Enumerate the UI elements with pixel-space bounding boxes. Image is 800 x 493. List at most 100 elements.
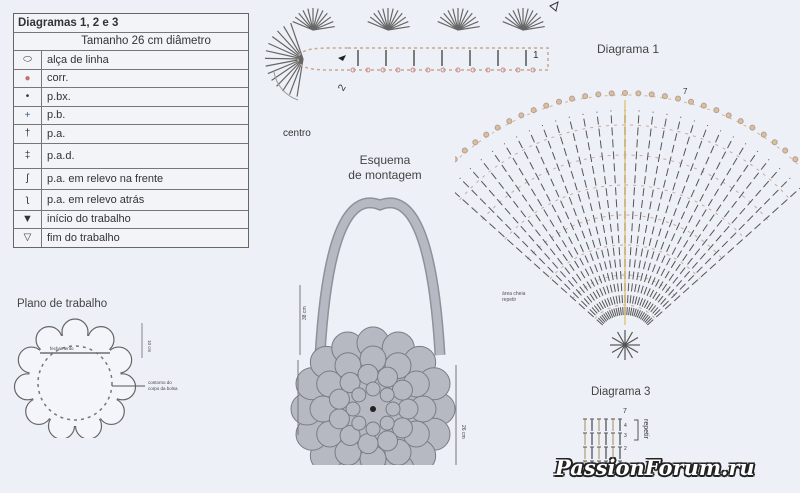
stitch-mark xyxy=(480,159,608,322)
stitch-mark xyxy=(437,21,459,31)
stitch-mark xyxy=(457,16,477,31)
petal xyxy=(357,363,379,385)
edge-chain xyxy=(483,131,490,138)
stitch-mark xyxy=(276,58,304,87)
legend-row: +p.b. xyxy=(14,105,248,124)
repeat-label: repetir xyxy=(642,419,649,440)
stitch-mark xyxy=(491,150,609,321)
stitch-mark xyxy=(517,8,524,31)
outline-note-2: corpo da bolsa xyxy=(148,386,178,391)
edge-chain xyxy=(608,90,615,97)
stitch-mark xyxy=(302,10,314,31)
body-diameter: 26 cm xyxy=(460,425,466,439)
stitch-mark xyxy=(638,136,734,319)
diagram2-row-2: 2 xyxy=(336,82,349,93)
stitch-mark xyxy=(268,42,304,60)
stitch-mark xyxy=(387,16,407,31)
legend-label: p.a. xyxy=(47,127,66,140)
legend-label: início do trabalho xyxy=(47,213,131,226)
stitch-mark xyxy=(387,8,394,31)
stitch-mark xyxy=(290,22,304,60)
diagram2-chart: 1 2 xyxy=(264,1,559,101)
petal xyxy=(351,387,367,403)
center-stitch xyxy=(616,344,626,359)
back-post-icon: ʅ xyxy=(14,189,42,210)
edge-chain xyxy=(792,156,799,163)
stitch-mark xyxy=(459,177,605,325)
legend-row: ⬭alça de linha xyxy=(14,50,248,69)
stitch-mark xyxy=(512,10,524,31)
work-plan-outline xyxy=(13,318,137,438)
legend-row: ●corr. xyxy=(14,68,248,87)
stitch-mark xyxy=(596,111,622,316)
stitch-mark xyxy=(312,25,335,31)
stitch-mark xyxy=(265,50,304,60)
stitch-mark xyxy=(271,36,304,60)
legend-label: p.b. xyxy=(47,109,66,122)
bag-center xyxy=(370,406,376,412)
edge-chain xyxy=(782,147,789,154)
stitch-mark xyxy=(369,16,389,31)
legend-label: alça de linha xyxy=(47,53,109,66)
edge-chain xyxy=(555,98,562,105)
stitch-mark xyxy=(457,21,479,31)
stitch-mark xyxy=(457,8,464,31)
edge-chain xyxy=(582,93,589,100)
center-label: centro xyxy=(283,128,311,139)
watermark: PassionForum.ru xyxy=(555,455,755,480)
stitch-mark xyxy=(631,116,682,316)
edge-chain xyxy=(461,147,468,154)
treble-crochet-icon: ‡ xyxy=(14,143,42,168)
stitch-mark xyxy=(312,21,334,31)
center-stitch xyxy=(616,331,626,346)
stitch-mark xyxy=(264,57,304,60)
edge-chain xyxy=(494,124,501,131)
stitch-mark xyxy=(457,12,473,31)
edge-chain xyxy=(595,91,602,98)
petal xyxy=(345,401,361,417)
stitch-mark xyxy=(522,16,542,31)
round-mark xyxy=(504,184,746,240)
diagram3-row: 4 xyxy=(624,423,627,429)
legend-row: ▼ início do trabalho xyxy=(14,209,248,228)
legend-label: corr. xyxy=(47,72,69,85)
legend-label: p.a. em relevo atrás xyxy=(47,193,145,206)
edge-chain xyxy=(760,131,767,138)
stitch-mark xyxy=(504,16,524,31)
stitch-mark xyxy=(387,21,409,31)
legend-subtitle: Tamanho 26 cm diâmetro xyxy=(14,31,248,51)
stitch-mark xyxy=(367,21,389,31)
stitch-mark xyxy=(452,8,459,31)
diagram1-stitches xyxy=(455,90,800,360)
petal xyxy=(365,381,381,397)
start-marker-icon: ▼ xyxy=(14,210,42,228)
assembly-title-line: de montagem xyxy=(348,168,422,182)
edge-chain xyxy=(635,90,642,97)
stitch-mark xyxy=(307,8,314,31)
stitch-mark xyxy=(628,111,654,316)
stitch-mark xyxy=(639,143,747,320)
diagram1-chart: 7 xyxy=(455,87,800,360)
diagram2-row-1: 1 xyxy=(533,50,539,61)
stitch-mark xyxy=(373,12,389,31)
work-plan-title: Plano de trabalho xyxy=(17,298,108,310)
legend-label: p.bx. xyxy=(47,90,71,103)
edge-chain xyxy=(713,107,720,114)
petal xyxy=(365,421,381,437)
stitch-mark xyxy=(642,159,770,322)
legend-row: †p.a. xyxy=(14,124,248,143)
legend-label: p.a.d. xyxy=(47,149,75,162)
stitch-mark xyxy=(312,8,319,31)
stitch-mark xyxy=(447,10,459,31)
stitch-mark xyxy=(387,25,410,31)
center-stitch xyxy=(624,331,634,346)
round-mark xyxy=(549,244,701,280)
stitch-mark xyxy=(528,130,614,318)
stitch-mark xyxy=(294,16,314,31)
stitch-mark xyxy=(522,25,545,31)
diagram3-row: 3 xyxy=(624,433,627,439)
diagram1-title: Diagrama 1 xyxy=(597,42,660,56)
stitch-mark xyxy=(645,177,791,325)
stitch-mark xyxy=(457,25,480,31)
edge-chain xyxy=(622,90,628,96)
